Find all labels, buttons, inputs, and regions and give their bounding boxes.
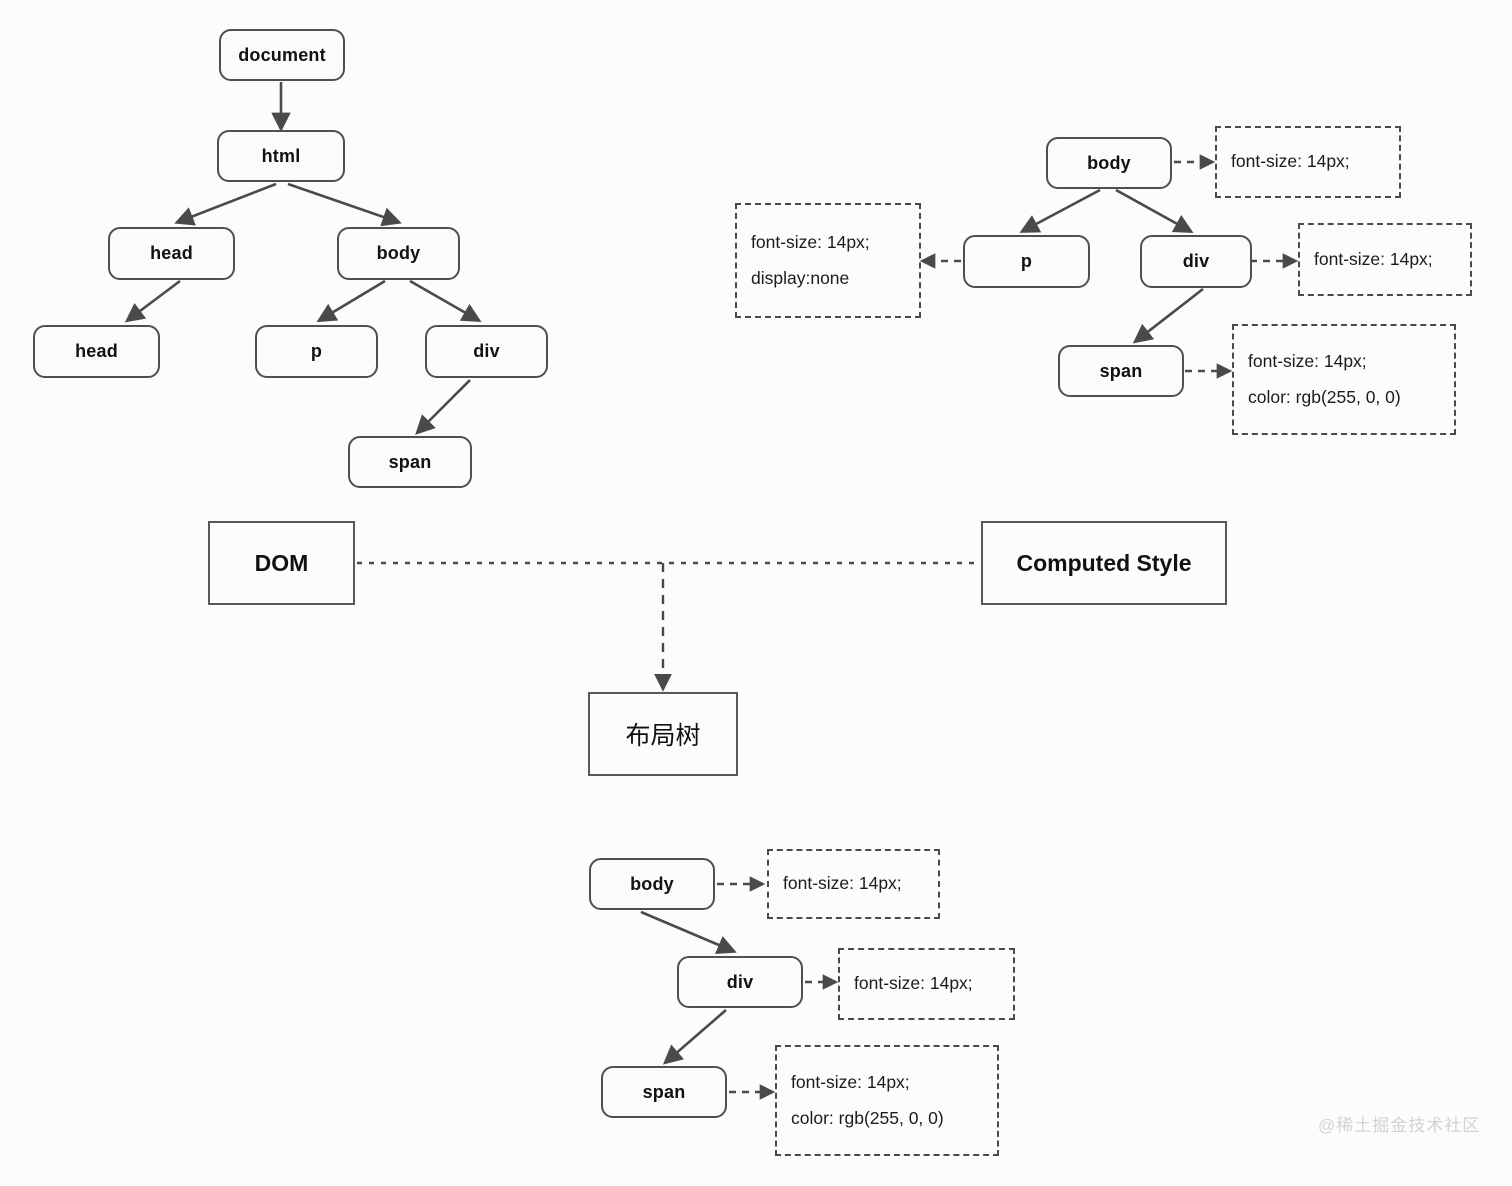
lt-annotation-span-line-1: font-size: 14px; xyxy=(791,1071,910,1092)
dom-node-document-label: document xyxy=(238,44,326,65)
lt-node-span-label: span xyxy=(642,1081,686,1102)
lt-annotation-body-line-1: font-size: 14px; xyxy=(783,873,902,894)
edge-csdiv-csspan xyxy=(1132,287,1204,344)
cs-node-div[interactable]: div xyxy=(1140,235,1252,288)
dom-node-div-label: div xyxy=(473,341,500,361)
cs-annotation-span-line-1: font-size: 14px; xyxy=(1248,350,1367,371)
edge-ltdiv-ltspan xyxy=(662,1009,727,1065)
cs-node-span-label: span xyxy=(1099,360,1143,381)
cs-node-body-label: body xyxy=(1087,152,1131,173)
cs-annotation-p-line-2: display:none xyxy=(751,267,850,288)
dom-node-head-child[interactable]: head xyxy=(33,325,160,378)
edge-body-div xyxy=(409,279,482,323)
computed-style-section-label: Computed Style xyxy=(1016,549,1192,576)
dom-node-p-label: p xyxy=(310,341,323,361)
lt-annotation-span: font-size: 14px; color: rgb(255, 0, 0) xyxy=(775,1045,999,1156)
edge-html-head xyxy=(174,182,277,226)
lt-annotation-div-line-1: font-size: 14px; xyxy=(854,973,973,994)
edge-body-p xyxy=(316,279,386,323)
cs-node-p[interactable]: p xyxy=(963,235,1090,288)
cs-node-div-label: div xyxy=(1182,251,1210,271)
lt-annotation-body: font-size: 14px; xyxy=(767,849,940,919)
cs-node-span[interactable]: span xyxy=(1058,345,1184,397)
computed-style-section-box[interactable]: Computed Style xyxy=(981,521,1227,605)
dom-node-span-label: span xyxy=(388,451,432,472)
cs-annotation-body: font-size: 14px; xyxy=(1215,126,1401,198)
dom-node-body-label: body xyxy=(376,243,421,263)
cs-annotation-span-line-2: color: rgb(255, 0, 0) xyxy=(1248,386,1401,407)
dom-node-document[interactable]: document xyxy=(219,29,345,81)
cs-annotation-div-line-1: font-size: 14px; xyxy=(1314,248,1433,269)
cs-annotation-p-line-1: font-size: 14px; xyxy=(751,231,870,252)
lt-annotation-span-line-2: color: rgb(255, 0, 0) xyxy=(791,1107,944,1128)
lt-node-span[interactable]: span xyxy=(601,1066,727,1118)
dom-node-span[interactable]: span xyxy=(348,436,472,488)
edge-ltbody-ltdiv xyxy=(640,910,737,954)
lt-node-div[interactable]: div xyxy=(677,956,803,1008)
dom-node-head[interactable]: head xyxy=(108,227,235,280)
dom-node-head-label: head xyxy=(150,243,193,263)
dom-node-body[interactable]: body xyxy=(337,227,460,280)
edge-div-span xyxy=(415,379,471,435)
cs-annotation-body-line-1: font-size: 14px; xyxy=(1231,151,1350,172)
cs-annotation-div: font-size: 14px; xyxy=(1298,223,1472,296)
lt-node-body-label: body xyxy=(630,873,674,894)
lt-node-div-label: div xyxy=(726,971,754,992)
cs-annotation-p: font-size: 14px; display:none xyxy=(735,203,921,318)
edge-csbody-csdiv xyxy=(1115,188,1194,233)
edge-html-body xyxy=(287,182,402,227)
cs-annotation-span: font-size: 14px; color: rgb(255, 0, 0) xyxy=(1232,324,1456,435)
dom-node-div[interactable]: div xyxy=(425,325,548,378)
dom-section-label: DOM xyxy=(254,549,309,576)
edge-csbody-csp xyxy=(1019,188,1101,233)
dom-node-head-child-label: head xyxy=(75,341,118,361)
layout-tree-section-box[interactable]: 布局树 xyxy=(588,692,738,776)
lt-node-body[interactable]: body xyxy=(589,858,715,910)
cs-node-body[interactable]: body xyxy=(1046,137,1172,189)
dom-node-html[interactable]: html xyxy=(217,130,345,182)
edge-head-head2 xyxy=(124,279,181,323)
watermark: @稀土掘金技术社区 xyxy=(1318,1116,1481,1135)
dom-node-p[interactable]: p xyxy=(255,325,378,378)
cs-node-p-label: p xyxy=(1020,251,1033,271)
layout-tree-section-label: 布局树 xyxy=(625,722,701,750)
lt-annotation-div: font-size: 14px; xyxy=(838,948,1015,1020)
dom-node-html-label: html xyxy=(261,145,301,166)
dom-section-box[interactable]: DOM xyxy=(208,521,355,605)
